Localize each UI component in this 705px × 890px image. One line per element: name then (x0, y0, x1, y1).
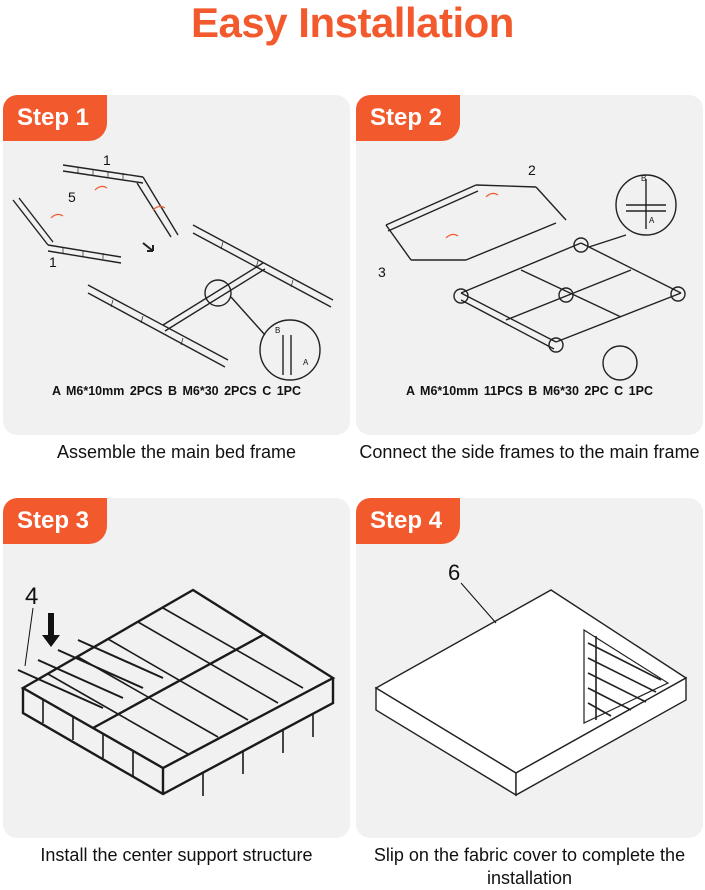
step-4-diagram: 6 (374, 560, 688, 797)
hardware-a-label: A (303, 358, 309, 367)
callout-1-top: 1 (103, 152, 111, 168)
callout-1-bottom: 1 (49, 254, 57, 270)
step-2-caption: Connect the side frames to the main fram… (359, 442, 700, 462)
step-2-diagram: 2 3 B A (378, 162, 686, 381)
callout-5: 5 (68, 189, 76, 205)
callout-2: 2 (528, 162, 536, 178)
step-1-badge: Step 1 (3, 95, 108, 141)
step-2-card: 2 3 B A Step 2 A M6*10mm 11PCS B M6*30 2… (356, 95, 703, 435)
step-4-badge: Step 4 (356, 498, 461, 544)
callout-6: 6 (448, 560, 460, 585)
step-2-parts-list: A M6*10mm 11PCS B M6*30 2PC C 1PC (406, 384, 653, 398)
step-1-caption: Assemble the main bed frame (56, 442, 297, 462)
step-1-card: 1 5 1 B A Step 1 A M6*10mm 2PCS B M6*30 … (3, 95, 350, 435)
step-2-badge: Step 2 (356, 95, 461, 141)
callout-3: 3 (378, 264, 386, 280)
step-3-card: 4 Step 3 (3, 498, 350, 838)
step-1-parts-list: A M6*10mm 2PCS B M6*30 2PCS C 1PC (51, 384, 302, 398)
step-3-caption: Install the center support structure (40, 845, 313, 865)
step-4-card: 6 Step 4 (356, 498, 703, 838)
hardware-a-label-2: A (649, 216, 655, 225)
step-1-diagram: 1 5 1 B A (12, 152, 334, 381)
step-3-badge: Step 3 (3, 498, 108, 544)
step-3-diagram: 4 (17, 583, 336, 796)
hardware-b-label: B (275, 326, 280, 335)
callout-4: 4 (25, 583, 38, 610)
step-4-caption: Slip on the fabric cover to complete the… (373, 845, 686, 888)
page-title: Easy Installation (191, 0, 514, 46)
hardware-b-label-2: B (641, 174, 646, 183)
